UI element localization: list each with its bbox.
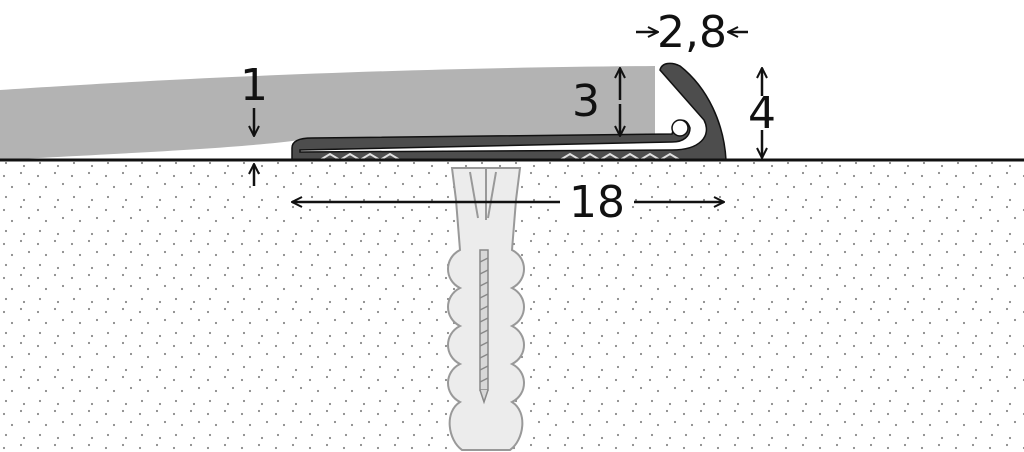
step-height-label: 3 — [572, 76, 600, 127]
dimension-floor-gap: 1 — [240, 60, 268, 186]
dimension-total-height: 4 — [748, 68, 776, 158]
dimension-top-width: 2,8 — [636, 7, 748, 58]
dimension-base-width: 18 — [292, 177, 724, 228]
base-width-label: 18 — [569, 177, 625, 228]
wall-plug — [447, 167, 525, 451]
floor-gap-label: 1 — [240, 60, 268, 111]
dimension-step-height: 3 — [572, 68, 620, 136]
top-width-label: 2,8 — [657, 7, 727, 58]
profile-screw-channel — [671, 119, 689, 137]
total-height-label: 4 — [748, 88, 776, 139]
